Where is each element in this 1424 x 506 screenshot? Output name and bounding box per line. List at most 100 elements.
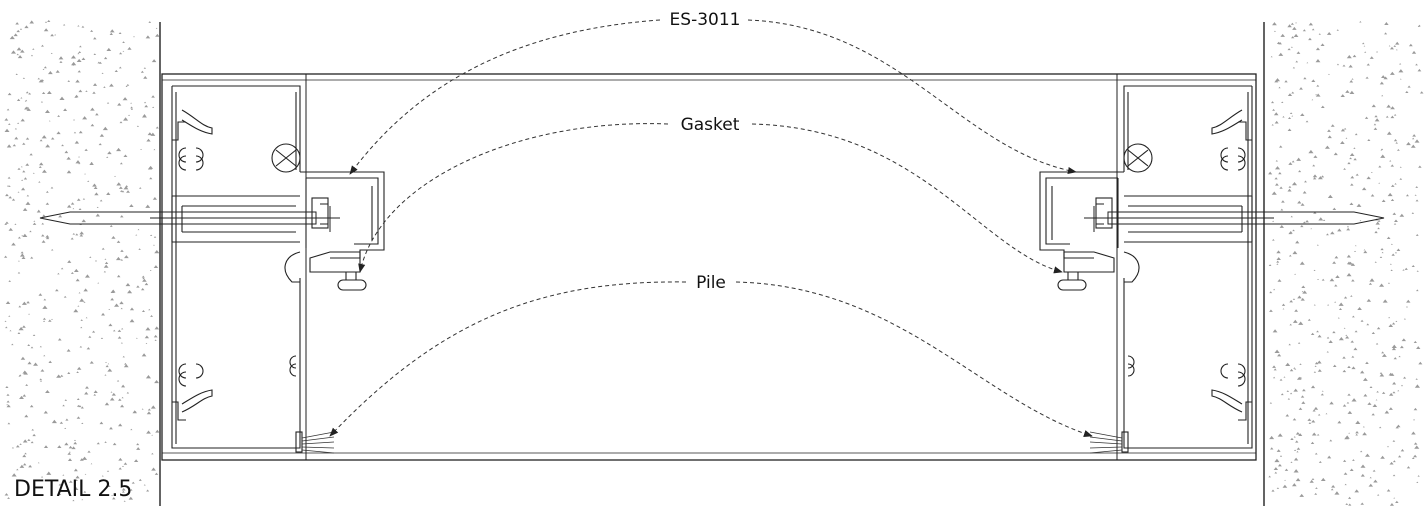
concrete-speckle: [59, 421, 64, 424]
concrete-speckle: [1406, 141, 1411, 146]
concrete-speckle: [1294, 309, 1299, 312]
concrete-speckle: [108, 323, 113, 327]
concrete-speckle: [150, 405, 156, 409]
concrete-speckle: [138, 478, 142, 481]
concrete-speckle: [1282, 116, 1285, 118]
concrete-speckle: [29, 20, 35, 24]
concrete-speckle: [1347, 410, 1353, 414]
concrete-speckle: [140, 70, 144, 73]
concrete-speckle: [67, 371, 71, 374]
concrete-speckle: [153, 148, 156, 151]
concrete-speckle: [81, 57, 86, 60]
concrete-speckle: [114, 69, 118, 72]
concrete-speckle: [1278, 52, 1284, 56]
concrete-speckle: [1308, 422, 1312, 424]
concrete-speckle: [1287, 48, 1291, 51]
concrete-speckle: [1273, 368, 1277, 371]
concrete-speckle: [19, 395, 24, 400]
concrete-speckle: [1299, 493, 1305, 497]
concrete-speckle: [1320, 393, 1324, 396]
concrete-speckle: [101, 475, 104, 477]
concrete-speckle: [123, 364, 129, 368]
concrete-speckle: [1390, 164, 1394, 167]
concrete-speckle: [1276, 449, 1281, 452]
concrete-speckle: [1342, 369, 1347, 373]
concrete-speckle: [74, 94, 79, 98]
concrete-speckle: [1393, 139, 1398, 142]
concrete-speckle: [111, 392, 116, 396]
concrete-speckle: [47, 19, 51, 23]
concrete-speckle: [28, 313, 30, 315]
concrete-speckle: [15, 73, 18, 76]
concrete-speckle: [1366, 176, 1371, 180]
concrete-speckle: [77, 70, 81, 73]
concrete-speckle: [1370, 171, 1373, 173]
concrete-speckle: [1318, 460, 1322, 463]
concrete-speckle: [148, 21, 152, 23]
concrete-speckle: [20, 97, 23, 99]
concrete-speckle: [1292, 319, 1298, 323]
concrete-speckle: [57, 272, 60, 275]
concrete-speckle: [1370, 194, 1375, 197]
concrete-speckle: [153, 244, 155, 246]
concrete-speckle: [1354, 250, 1357, 252]
concrete-speckle: [1334, 255, 1339, 259]
concrete-speckle: [78, 156, 80, 158]
concrete-speckle: [1380, 248, 1384, 251]
concrete-speckle: [104, 441, 107, 443]
concrete-speckle: [50, 186, 54, 189]
concrete-speckle: [1340, 128, 1346, 132]
concrete-speckle: [92, 330, 96, 333]
concrete-speckle: [141, 353, 147, 357]
concrete-speckle: [1292, 483, 1297, 487]
concrete-speckle: [1381, 75, 1386, 78]
concrete-speckle: [67, 260, 72, 263]
concrete-speckle: [1346, 273, 1352, 277]
concrete-speckle: [1317, 369, 1322, 372]
concrete-speckle: [1411, 431, 1416, 435]
concrete-speckle: [101, 312, 106, 316]
concrete-speckle: [24, 414, 29, 418]
concrete-speckle: [1287, 398, 1291, 400]
concrete-speckle: [1272, 365, 1276, 368]
concrete-speckle: [1314, 361, 1319, 365]
concrete-speckle: [9, 329, 12, 332]
concrete-speckle: [89, 360, 94, 364]
concrete-speckle: [1385, 115, 1389, 118]
concrete-speckle: [1366, 63, 1370, 66]
concrete-speckle: [43, 66, 47, 69]
concrete-speckle: [1295, 440, 1299, 443]
concrete-speckle: [1303, 77, 1307, 80]
concrete-speckle: [48, 360, 52, 363]
concrete-speckle: [109, 32, 113, 35]
concrete-speckle: [1278, 86, 1281, 89]
concrete-speckle: [1411, 50, 1417, 54]
concrete-speckle: [1287, 116, 1292, 119]
concrete-speckle: [77, 305, 80, 307]
concrete-speckle: [1314, 365, 1317, 367]
concrete-speckle: [1371, 413, 1375, 416]
concrete-speckle: [154, 339, 157, 341]
concrete-speckle: [103, 264, 109, 268]
callout-labels: ES-3011 Gasket Pile: [662, 8, 752, 293]
concrete-speckle: [1389, 461, 1394, 465]
concrete-speckle: [136, 443, 140, 446]
concrete-speckle: [48, 319, 52, 322]
concrete-speckle: [1365, 361, 1369, 364]
concrete-speckle: [1403, 318, 1406, 320]
concrete-speckle: [1293, 449, 1297, 452]
concrete-speckle: [1343, 127, 1347, 130]
concrete-speckle: [5, 221, 9, 224]
concrete-speckle: [22, 370, 28, 374]
concrete-speckle: [1335, 275, 1340, 279]
concrete-speckle: [46, 471, 52, 475]
concrete-speckle: [84, 391, 89, 395]
concrete-speckle: [1415, 378, 1418, 380]
concrete-speckle: [1390, 184, 1395, 187]
concrete-speckle: [104, 374, 107, 376]
concrete-speckle: [105, 483, 111, 488]
concrete-speckle: [1310, 385, 1316, 389]
concrete-speckle: [1292, 418, 1297, 421]
concrete-speckle: [1331, 484, 1336, 488]
concrete-speckle: [1397, 389, 1400, 392]
